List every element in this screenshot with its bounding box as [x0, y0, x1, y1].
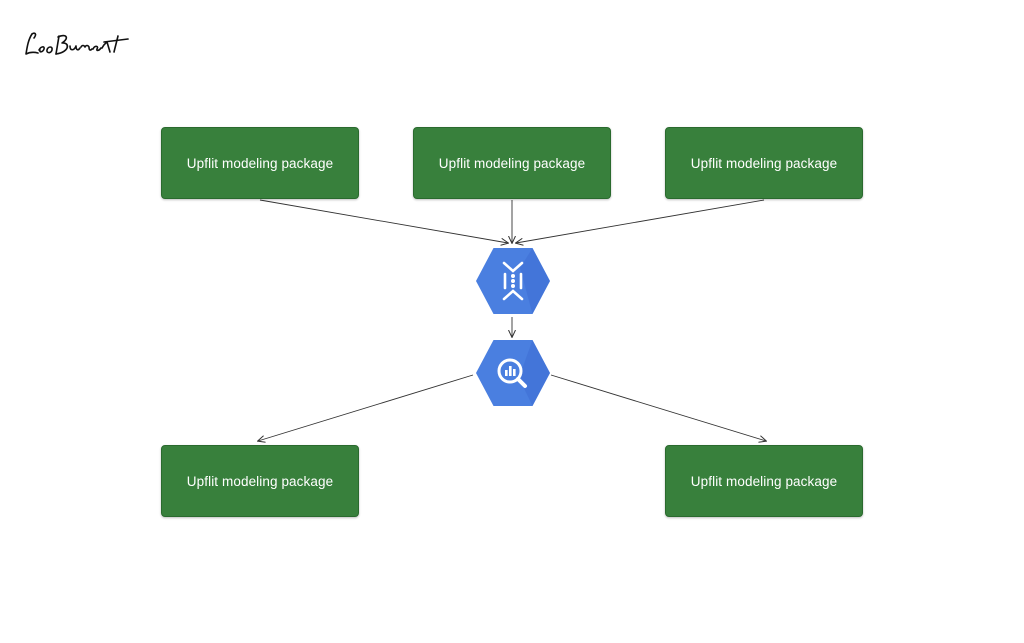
node-top-right: Upflit modeling package — [665, 127, 863, 199]
node-label: Upflit modeling package — [186, 155, 334, 171]
node-label: Upflit modeling package — [438, 155, 586, 171]
edge-analytics-to-bottom-right — [550, 374, 766, 441]
node-bottom-left: Upflit modeling package — [161, 445, 359, 517]
node-label: Upflit modeling package — [690, 473, 838, 489]
node-top-center: Upflit modeling package — [413, 127, 611, 199]
node-bottom-right: Upflit modeling package — [665, 445, 863, 517]
edge-top-left-to-processing — [259, 199, 508, 243]
edge-top-right-to-processing — [516, 199, 765, 243]
node-label: Upflit modeling package — [186, 473, 334, 489]
node-top-left: Upflit modeling package — [161, 127, 359, 199]
bigquery-icon — [476, 340, 550, 406]
dataflow-icon — [476, 248, 550, 314]
edge-analytics-to-bottom-left — [258, 374, 474, 441]
signature-logo — [25, 32, 129, 55]
node-label: Upflit modeling package — [690, 155, 838, 171]
